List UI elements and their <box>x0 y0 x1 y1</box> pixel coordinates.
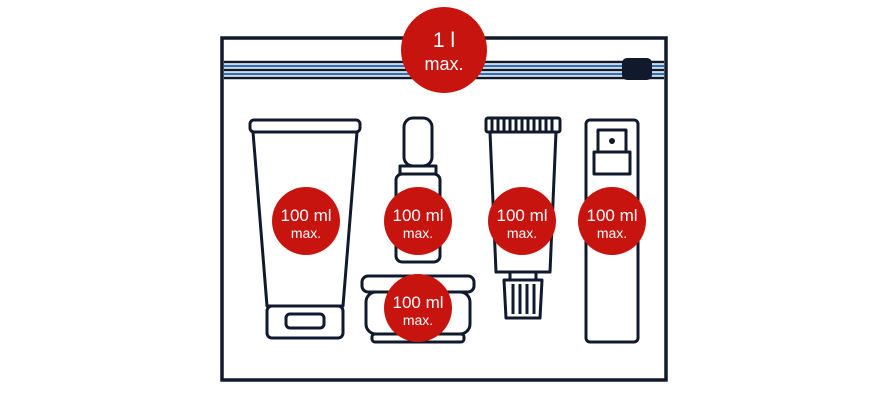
badge-volume: 100 ml <box>392 206 443 225</box>
badge-suffix: max. <box>403 225 433 241</box>
badge-volume: 100 ml <box>496 206 547 225</box>
bag-limit-badge: 1 l max. <box>401 7 487 93</box>
badge-volume: 100 ml <box>586 206 637 225</box>
badge-cream-jar: 100 ml max. <box>384 274 452 342</box>
badge-small-tube: 100 ml max. <box>488 187 556 255</box>
badge-suffix: max. <box>403 312 433 328</box>
zip-slider-icon <box>622 58 652 80</box>
badge-large-tube: 100 ml max. <box>272 187 340 255</box>
badge-suffix: max. <box>291 225 321 241</box>
badge-dropper-bottle: 100 ml max. <box>384 187 452 255</box>
bag-limit-suffix: max. <box>424 54 463 74</box>
badge-suffix: max. <box>597 225 627 241</box>
badge-volume: 100 ml <box>392 293 443 312</box>
bag-limit-value: 1 l <box>433 29 455 52</box>
badge-spray-bottle: 100 ml max. <box>578 187 646 255</box>
badge-volume: 100 ml <box>280 206 331 225</box>
badge-suffix: max. <box>507 225 537 241</box>
